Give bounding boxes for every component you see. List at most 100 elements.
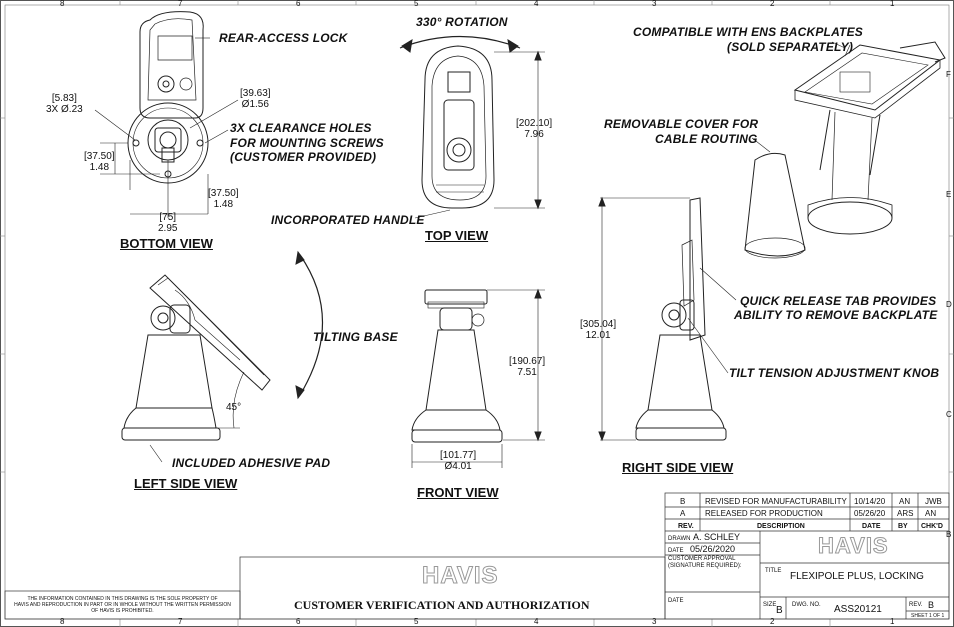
zone-label: 3 bbox=[652, 617, 657, 626]
dim-mm: [305.04] bbox=[580, 319, 617, 330]
rev-row-date: 05/26/20 bbox=[854, 509, 886, 518]
title-label: TITLE bbox=[765, 568, 782, 574]
drawing-title: FLEXIPOLE PLUS, LOCKING bbox=[790, 571, 924, 582]
zone-label: 1 bbox=[890, 0, 895, 8]
dim-mm: [75] bbox=[159, 212, 177, 223]
disclaimer: THE INFORMATION CONTAINED IN THIS DRAWIN… bbox=[6, 596, 239, 614]
dim-hub-dia: [39.63]Ø1.56 bbox=[240, 88, 271, 110]
rev-row-by: AN bbox=[899, 497, 911, 506]
zone-label: 7 bbox=[178, 617, 183, 626]
bottom-view-drawing bbox=[94, 11, 239, 218]
dim-in: 1.48 bbox=[213, 199, 234, 210]
havis-logo-small: HAVIS bbox=[818, 533, 889, 558]
drawn-label: DRAWN bbox=[668, 536, 691, 542]
rev-header-date: DATE bbox=[862, 523, 881, 530]
size-label: SIZE bbox=[763, 602, 777, 608]
title-block-lines bbox=[4, 492, 950, 620]
dwg-label: DWG. NO. bbox=[792, 602, 821, 608]
zone-label: 3 bbox=[652, 0, 657, 8]
date2-label: DATE bbox=[668, 598, 684, 604]
zone-label: 4 bbox=[534, 617, 539, 626]
zone-label: 2 bbox=[770, 0, 775, 8]
callout-handle: INCORPORATED HANDLE bbox=[271, 213, 425, 227]
rev-header-desc: DESCRIPTION bbox=[757, 523, 805, 530]
callout-cover-line1: REMOVABLE COVER FOR bbox=[604, 117, 759, 131]
date-value: 05/26/2020 bbox=[690, 544, 736, 554]
zone-label: B bbox=[946, 530, 952, 539]
zone-label: 7 bbox=[178, 0, 183, 8]
zone-label: 6 bbox=[296, 617, 301, 626]
approval-label-2: (SIGNATURE REQUIRED): bbox=[668, 563, 742, 569]
date-label: DATE bbox=[668, 548, 684, 554]
size-value: B bbox=[776, 605, 783, 616]
rev-row-desc: RELEASED FOR PRODUCTION bbox=[705, 509, 823, 518]
zone-label: D bbox=[946, 300, 952, 309]
rev-row-rev: A bbox=[680, 509, 686, 518]
rev-row-rev: B bbox=[680, 497, 686, 506]
callout-quick-line1: QUICK RELEASE TAB PROVIDES bbox=[740, 294, 937, 308]
rev-value: B bbox=[928, 600, 935, 610]
dim-total-height: [305.04]12.01 bbox=[580, 319, 616, 341]
dim-in: Ø1.56 bbox=[241, 99, 269, 110]
zone-label: 2 bbox=[770, 617, 775, 626]
rev-row-by: ARS bbox=[897, 509, 914, 518]
disclaimer-line: THE INFORMATION CONTAINED IN THIS DRAWIN… bbox=[27, 596, 218, 602]
disclaimer-line: HAVIS AND REPRODUCTION IN PART OR IN WHO… bbox=[14, 602, 231, 608]
zone-label: 6 bbox=[296, 0, 301, 8]
top-view-drawing bbox=[399, 35, 545, 219]
dim-mm: [190.67] bbox=[509, 356, 546, 367]
rev-row-date: 10/14/20 bbox=[854, 497, 886, 506]
dim-in: 1.48 bbox=[89, 162, 110, 173]
dim-mm: [5.83] bbox=[51, 93, 77, 104]
callout-tilting-base: TILTING BASE bbox=[313, 330, 398, 344]
callout-adhesive-pad: INCLUDED ADHESIVE PAD bbox=[172, 456, 331, 470]
top-view-title: TOP VIEW bbox=[425, 228, 489, 243]
rev-label: REV. bbox=[909, 602, 923, 608]
rev-row-chk: AN bbox=[925, 509, 937, 518]
rev-header-rev: REV. bbox=[678, 523, 694, 530]
zone-label: 5 bbox=[414, 0, 419, 8]
rev-row-desc: REVISED FOR MANUFACTURABILITY bbox=[705, 497, 847, 506]
right-side-view-drawing bbox=[598, 196, 737, 442]
iso-view-drawing bbox=[744, 41, 946, 259]
dim-in: Ø4.01 bbox=[444, 461, 472, 472]
disclaimer-line: OF HAVIS IS PROHIBITED. bbox=[91, 608, 154, 614]
left-side-view-drawing bbox=[121, 250, 323, 463]
dim-in: 12.01 bbox=[585, 330, 611, 341]
dim-in: 3X Ø.23 bbox=[46, 104, 83, 115]
dim-hole-spacing-h: [37.50]1.48 bbox=[208, 188, 239, 210]
dim-mm: [39.63] bbox=[240, 88, 271, 99]
rev-header-by: BY bbox=[898, 523, 908, 530]
dim-in: 2.95 bbox=[158, 223, 178, 234]
callout-clearance-line1: 3X CLEARANCE HOLES bbox=[230, 121, 372, 135]
rev-header-chk: CHK'D bbox=[921, 523, 943, 530]
rev-row-chk: JWB bbox=[925, 497, 942, 506]
front-view-title: FRONT VIEW bbox=[417, 485, 499, 500]
dim-bottom-width: [75]2.95 bbox=[158, 212, 177, 234]
verification-heading: CUSTOMER VERIFICATION AND AUTHORIZATION bbox=[294, 598, 590, 612]
zone-label: 1 bbox=[890, 617, 895, 626]
dim-base-dia: [101.77]Ø4.01 bbox=[440, 450, 476, 472]
dim-top-length: [202.10]7.96 bbox=[516, 118, 552, 140]
drawn-value: A. SCHLEY bbox=[693, 532, 741, 542]
callout-ens-line2: (SOLD SEPARATELY) bbox=[727, 40, 854, 54]
dwg-number: ASS20121 bbox=[834, 604, 882, 615]
dim-in: 7.51 bbox=[517, 367, 537, 378]
callout-cover-line2: CABLE ROUTING bbox=[655, 132, 758, 146]
zone-label: E bbox=[946, 190, 952, 199]
zone-label: 8 bbox=[60, 0, 65, 8]
dim-hole-dia: [5.83]3X Ø.23 bbox=[46, 93, 83, 115]
dim-mm: [37.50] bbox=[208, 188, 239, 199]
zone-label: 5 bbox=[414, 617, 419, 626]
callout-tilt-knob: TILT TENSION ADJUSTMENT KNOB bbox=[729, 366, 940, 380]
callout-rotation: 330° ROTATION bbox=[416, 15, 508, 29]
approval-label-1: CUSTOMER APPROVAL bbox=[668, 556, 736, 562]
dim-hole-spacing-v: [37.50]1.48 bbox=[84, 151, 115, 173]
havis-logo-large: HAVIS bbox=[422, 562, 499, 589]
dim-mm: [101.77] bbox=[440, 450, 477, 461]
zone-label: 8 bbox=[60, 617, 65, 626]
callout-rear-lock: REAR-ACCESS LOCK bbox=[219, 31, 348, 45]
callout-quick-line2: ABILITY TO REMOVE BACKPLATE bbox=[734, 308, 938, 322]
left-view-title: LEFT SIDE VIEW bbox=[134, 476, 238, 491]
